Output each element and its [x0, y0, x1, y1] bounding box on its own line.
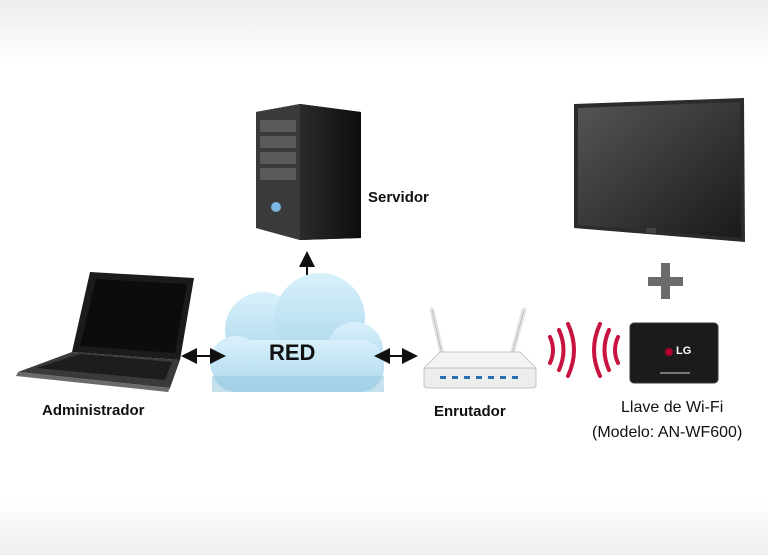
router-label: Enrutador: [434, 403, 506, 420]
wifi-dongle-icon: [629, 322, 719, 384]
laptop-icon: [16, 272, 194, 392]
plus-icon: [648, 263, 683, 299]
wifi-key-label: Llave de Wi-Fi: [621, 399, 724, 416]
wifi-signal-icon: [548, 322, 620, 378]
server-icon: [256, 104, 361, 240]
dongle-brand-label: LG: [676, 345, 692, 357]
router-icon: [422, 307, 538, 389]
wifi-key-model-label: (Modelo: AN-WF600): [592, 424, 743, 441]
administrator-label: Administrador: [42, 402, 145, 419]
tv-icon: [574, 98, 745, 242]
cloud-icon: [210, 273, 384, 392]
server-label: Servidor: [368, 189, 429, 206]
network-label: RED: [269, 340, 316, 365]
